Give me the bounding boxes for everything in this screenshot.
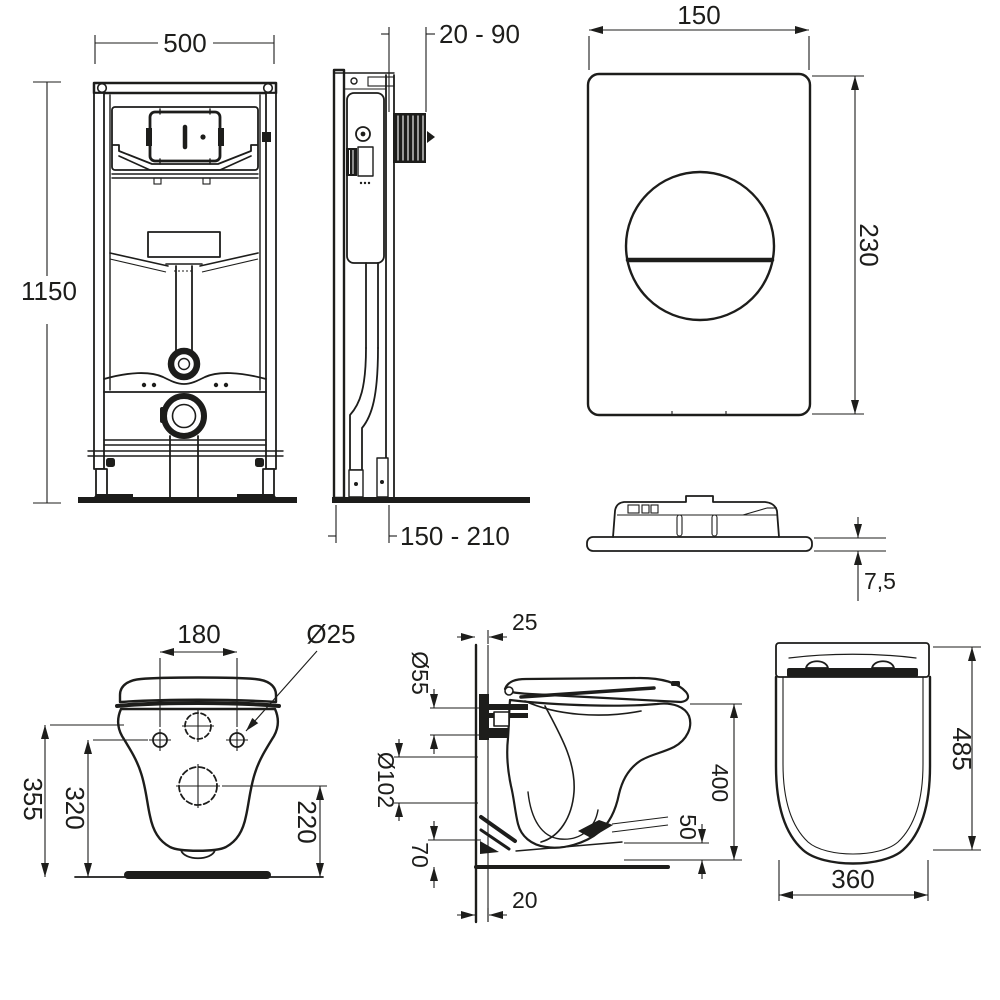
dimension-pan-355: 355 — [18, 724, 124, 877]
frame-left-rail — [93, 92, 105, 470]
fixing-hole-right — [226, 729, 248, 751]
pan-320-label: 320 — [60, 786, 90, 829]
floor-line — [78, 497, 297, 503]
dimension-outlet-102: Ø102 — [373, 739, 478, 821]
flush-plate-side-view: 7,5 — [586, 495, 896, 601]
pan-355-label: 355 — [18, 777, 48, 820]
flush-plate-front-view: 150 230 — [586, 0, 884, 417]
width-360-label: 360 — [831, 864, 874, 894]
frame-left-foot — [95, 468, 108, 496]
dimension-bolt-diameter: Ø25 — [245, 619, 356, 732]
outlet-height-50-label: 50 — [675, 814, 701, 840]
plate-height-label: 230 — [854, 223, 884, 266]
dimension-inlet-55: Ø55 — [407, 651, 490, 754]
plate-width-label: 150 — [677, 0, 720, 30]
depth-485-label: 485 — [947, 727, 977, 770]
floor-line-side — [332, 497, 530, 503]
dimension-width-360: 360 — [778, 860, 929, 901]
flush-plate-body — [586, 72, 812, 417]
installation-frame-side-view: 20 - 90 150 - 210 — [328, 19, 530, 551]
frame-back-rail — [332, 68, 346, 500]
frame-right-rail — [265, 92, 277, 470]
plate-mechanism-housing — [612, 495, 780, 538]
seat-outline-top — [774, 675, 932, 865]
frame-width-label: 500 — [163, 28, 206, 58]
toilet-side-view: 25 20 Ø55 Ø102 70 — [373, 609, 742, 924]
wall-depth-bottom-label: 150 - 210 — [400, 521, 510, 551]
seat-hinge — [504, 686, 514, 696]
wall-depth-top-label: 20 - 90 — [439, 19, 520, 49]
frame-height-label: 1150 — [21, 276, 77, 306]
installation-frame-front-view: 500 1150 — [21, 28, 297, 504]
height-400-label: 400 — [707, 764, 733, 802]
seat-hinge-bar — [787, 668, 918, 677]
dimension-plate-height: 230 — [812, 75, 884, 415]
flush-bend-fitting — [167, 347, 201, 381]
bolt-spacing-label: 180 — [177, 619, 220, 649]
dimension-offset-20: 20 — [457, 887, 538, 922]
hinge-left — [805, 660, 829, 669]
dimension-frame-height: 1150 — [21, 81, 77, 504]
outlet-hole — [176, 764, 220, 808]
pan-220-label: 220 — [292, 800, 322, 843]
dimension-height-400: 400 — [690, 703, 742, 860]
dimension-wall-depth-bottom: 150 - 210 — [328, 505, 510, 551]
dimension-pan-320: 320 — [60, 739, 148, 877]
dimension-frame-width: 500 — [94, 28, 275, 64]
offset-25-label: 25 — [512, 609, 538, 635]
cistern-service-opening — [147, 231, 221, 258]
fixing-hole-left — [149, 729, 171, 751]
pan-side-body — [506, 698, 692, 849]
pan-trap-bump — [180, 849, 216, 860]
toilet-top-view: 485 360 — [774, 642, 981, 901]
dimension-under-70: 70 — [407, 821, 481, 888]
inlet-55-label: Ø55 — [407, 651, 433, 694]
flush-button — [624, 170, 776, 322]
plate-thickness-label: 7,5 — [864, 568, 896, 594]
plate-base — [586, 536, 813, 552]
under-70-label: 70 — [407, 842, 433, 868]
dimension-bolt-spacing: 180 — [159, 619, 238, 727]
frame-right-foot — [262, 468, 275, 496]
dimension-plate-width: 150 — [588, 0, 810, 70]
dimension-wall-depth-top: 20 - 90 — [381, 19, 520, 112]
seat-lid-side — [503, 676, 690, 704]
offset-20-label: 20 — [512, 887, 538, 913]
dimension-outlet-height-50: 50 — [624, 814, 742, 879]
dimension-depth-485: 485 — [933, 646, 981, 851]
dimension-pan-220: 220 — [222, 785, 327, 877]
dimension-plate-thickness: 7,5 — [814, 517, 896, 601]
inlet-hole — [182, 710, 214, 742]
bottom-fixing-lugs — [479, 815, 669, 854]
seat-front — [118, 676, 278, 704]
wall-finish-range-block — [393, 113, 435, 163]
dimension-offset-25: 25 — [457, 609, 538, 644]
cistern-side-profile — [346, 92, 385, 264]
outlet-102-label: Ø102 — [373, 752, 399, 808]
mounting-bracket — [479, 694, 528, 740]
bolt-diameter-label: Ø25 — [306, 619, 355, 649]
toilet-front-view: 180 Ø25 355 320 220 — [18, 619, 356, 879]
hinge-right — [871, 660, 895, 669]
